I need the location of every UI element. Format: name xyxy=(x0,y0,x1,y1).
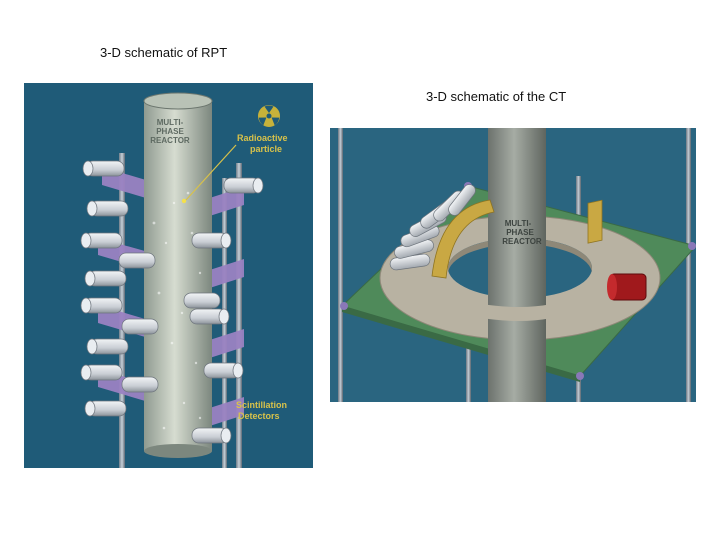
ct-schematic-image: MULTI- PHASE REACTOR xyxy=(330,128,696,402)
detector xyxy=(118,252,156,269)
detector-label-line: Detectors xyxy=(238,411,280,421)
reactor-label-line: MULTI- xyxy=(157,118,184,127)
threaded-rod xyxy=(686,128,691,402)
reactor-column xyxy=(144,101,212,451)
reactor-label-line: PHASE xyxy=(156,127,184,136)
detector-label-line: Scintillation xyxy=(236,400,287,410)
detector xyxy=(183,292,221,309)
particle-label-line: particle xyxy=(250,144,282,154)
collimator xyxy=(587,199,603,244)
detector xyxy=(121,376,159,393)
ct-reactor-label-line: REACTOR xyxy=(502,237,542,246)
reactor-label-line: REACTOR xyxy=(150,136,190,145)
radiation-symbol-icon xyxy=(258,105,280,127)
detector-arc xyxy=(431,199,495,279)
radiation-source xyxy=(607,273,647,301)
particle-pointer xyxy=(185,144,237,201)
ct-caption: 3-D schematic of the CT xyxy=(426,89,567,104)
support-rod xyxy=(119,153,125,468)
ct-reactor-label-line: MULTI- xyxy=(505,219,532,228)
threaded-rod xyxy=(338,128,343,402)
rpt-schematic-image: MULTI- PHASE REACTOR Radioactive particl… xyxy=(24,83,313,468)
detector xyxy=(121,318,159,335)
radioactive-particle xyxy=(181,198,187,204)
particle-label-line: Radioactive xyxy=(237,133,288,143)
ct-reactor-label-line: PHASE xyxy=(506,228,534,237)
rpt-caption: 3-D schematic of RPT xyxy=(100,45,228,60)
reactor-column xyxy=(488,128,546,402)
detector xyxy=(448,184,476,216)
support-rod xyxy=(236,163,242,468)
